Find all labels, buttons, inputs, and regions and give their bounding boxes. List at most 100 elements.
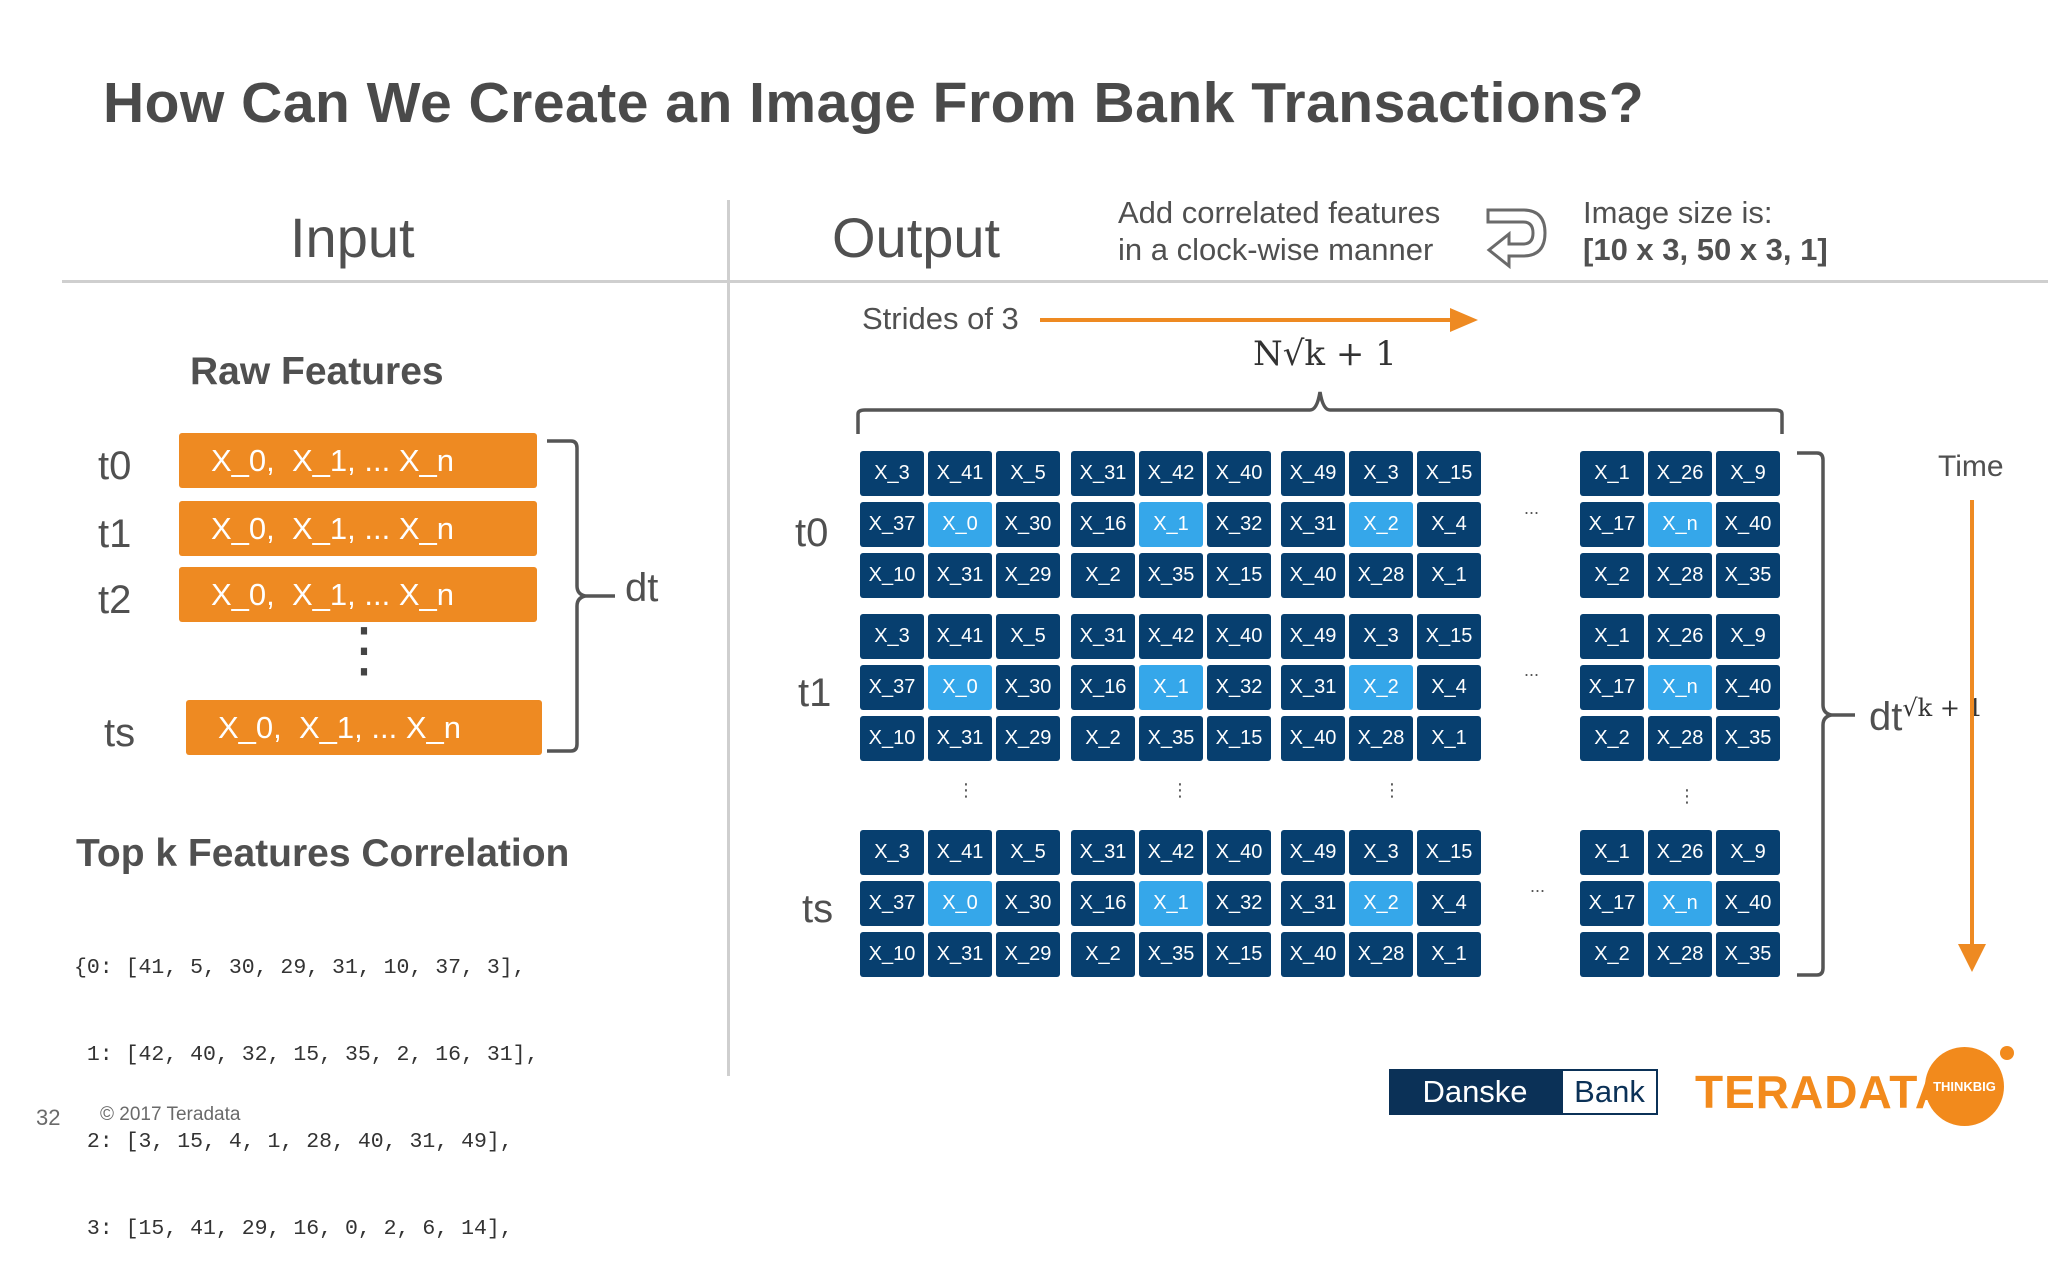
feature-cell: X_31 bbox=[1071, 451, 1135, 496]
feature-cell: X_15 bbox=[1207, 553, 1271, 598]
raw-feature-bar: X_0, X_1, ... X_n bbox=[179, 567, 537, 622]
feature-cell: X_28 bbox=[1349, 553, 1413, 598]
feature-cell: X_15 bbox=[1417, 830, 1481, 875]
output-row-label: ts bbox=[802, 887, 834, 931]
feature-cell: X_41 bbox=[928, 614, 992, 659]
feature-cell: X_31 bbox=[928, 716, 992, 761]
feature-cell: X_31 bbox=[1281, 881, 1345, 926]
feature-cell: X_3 bbox=[1349, 451, 1413, 496]
correlation-line: 2: [3, 15, 4, 1, 28, 40, 31, 49], bbox=[74, 1130, 513, 1154]
feature-cell: X_4 bbox=[1417, 881, 1481, 926]
feature-cell: X_n bbox=[1648, 502, 1712, 547]
feature-cell: X_31 bbox=[1281, 665, 1345, 710]
feature-cell: X_35 bbox=[1139, 553, 1203, 598]
feature-cell: X_41 bbox=[928, 451, 992, 496]
feature-cell: X_2 bbox=[1349, 502, 1413, 547]
feature-cell: X_30 bbox=[996, 665, 1060, 710]
feature-cell: X_5 bbox=[996, 830, 1060, 875]
feature-cell: X_32 bbox=[1207, 502, 1271, 547]
feature-cell: X_28 bbox=[1648, 716, 1712, 761]
feature-cell: X_37 bbox=[860, 502, 924, 547]
thinkbig-logo-dot bbox=[2000, 1046, 2014, 1060]
vertical-ellipsis: ⋮ bbox=[1171, 780, 1189, 800]
feature-cell: X_42 bbox=[1139, 830, 1203, 875]
feature-cell: X_5 bbox=[996, 451, 1060, 496]
feature-cell: X_28 bbox=[1648, 553, 1712, 598]
feature-cell: X_31 bbox=[928, 553, 992, 598]
image-size-label: Image size is: bbox=[1583, 195, 1773, 230]
dt-sqrt-expression: dt√k + 1 bbox=[1869, 694, 1983, 740]
clockwise-note: Add correlated features in a clock-wise … bbox=[1118, 194, 1440, 268]
feature-cell: X_10 bbox=[860, 553, 924, 598]
feature-cell: X_17 bbox=[1580, 502, 1644, 547]
horizontal-ellipsis: ... bbox=[1524, 498, 1540, 518]
correlation-line: 3: [15, 41, 29, 16, 0, 2, 6, 14], bbox=[74, 1217, 513, 1241]
feature-cell: X_3 bbox=[1349, 830, 1413, 875]
top-brace bbox=[856, 391, 1784, 434]
input-row-label: ts bbox=[104, 711, 136, 755]
feature-cell: X_26 bbox=[1648, 830, 1712, 875]
danske-bank-logo: Danske Bank bbox=[1389, 1069, 1658, 1115]
feature-cell: X_n bbox=[1648, 665, 1712, 710]
danske-logo-part1: Danske bbox=[1389, 1069, 1561, 1115]
correlation-heading: Top k Features Correlation bbox=[76, 832, 570, 875]
horizontal-ellipsis: ... bbox=[1524, 660, 1540, 680]
feature-cell: X_35 bbox=[1139, 716, 1203, 761]
feature-cell: X_32 bbox=[1207, 881, 1271, 926]
feature-cell: X_32 bbox=[1207, 665, 1271, 710]
feature-cell: X_4 bbox=[1417, 665, 1481, 710]
feature-cell: X_15 bbox=[1417, 614, 1481, 659]
feature-cell: X_9 bbox=[1716, 451, 1780, 496]
vertical-ellipsis: ⋮ bbox=[957, 780, 975, 800]
feature-cell: X_41 bbox=[928, 830, 992, 875]
input-brace bbox=[547, 439, 615, 753]
feature-cell: X_29 bbox=[996, 932, 1060, 977]
feature-cell: X_17 bbox=[1580, 665, 1644, 710]
feature-cell: X_37 bbox=[860, 881, 924, 926]
feature-cell: X_16 bbox=[1071, 881, 1135, 926]
feature-cell: X_1 bbox=[1580, 830, 1644, 875]
input-row-label: t2 bbox=[98, 578, 132, 622]
vertical-ellipsis: ⋮ bbox=[1678, 786, 1696, 806]
raw-feature-bar: X_0, X_1, ... X_n bbox=[179, 433, 537, 488]
input-row-label: t1 bbox=[98, 512, 132, 556]
feature-cell: X_49 bbox=[1281, 614, 1345, 659]
output-brace bbox=[1797, 451, 1855, 977]
correlation-list: {0: [41, 5, 30, 29, 31, 10, 37, 3], 1: [… bbox=[74, 896, 538, 1273]
vertical-ellipsis: ⋮ bbox=[1383, 780, 1401, 800]
feature-cell: X_28 bbox=[1648, 932, 1712, 977]
correlation-line: 1: [42, 40, 32, 15, 35, 2, 16, 31], bbox=[74, 1043, 539, 1067]
feature-cell: X_0 bbox=[928, 881, 992, 926]
feature-cell: X_16 bbox=[1071, 665, 1135, 710]
output-row-label: t0 bbox=[795, 511, 829, 555]
feature-cell: X_29 bbox=[996, 716, 1060, 761]
dt-label: dt bbox=[625, 566, 659, 610]
feature-cell: X_40 bbox=[1281, 553, 1345, 598]
feature-cell: X_2 bbox=[1349, 665, 1413, 710]
raw-features-heading: Raw Features bbox=[190, 350, 444, 393]
image-size-value: [10 x 3, 50 x 3, 1] bbox=[1583, 232, 1828, 267]
feature-cell: X_29 bbox=[996, 553, 1060, 598]
feature-cell: X_2 bbox=[1349, 881, 1413, 926]
image-size-note: Image size is: [10 x 3, 50 x 3, 1] bbox=[1583, 194, 1828, 268]
feature-cell: X_1 bbox=[1139, 665, 1203, 710]
feature-cell: X_26 bbox=[1648, 614, 1712, 659]
feature-cell: X_40 bbox=[1207, 614, 1271, 659]
feature-cell: X_1 bbox=[1417, 932, 1481, 977]
feature-cell: X_1 bbox=[1417, 553, 1481, 598]
raw-feature-bar: X_0, X_1, ... X_n bbox=[186, 700, 542, 755]
feature-cell: X_3 bbox=[860, 451, 924, 496]
feature-cell: X_40 bbox=[1716, 665, 1780, 710]
feature-cell: X_3 bbox=[860, 830, 924, 875]
feature-cell: X_1 bbox=[1580, 451, 1644, 496]
feature-cell: X_1 bbox=[1417, 716, 1481, 761]
feature-cell: X_2 bbox=[1071, 716, 1135, 761]
feature-cell: X_17 bbox=[1580, 881, 1644, 926]
time-label: Time bbox=[1938, 450, 2004, 483]
feature-cell: X_9 bbox=[1716, 830, 1780, 875]
feature-cell: X_31 bbox=[1281, 502, 1345, 547]
clockwise-note-line2: in a clock-wise manner bbox=[1118, 232, 1434, 267]
page-number: 32 bbox=[36, 1105, 61, 1130]
vertical-divider bbox=[727, 200, 730, 1076]
feature-cell: X_35 bbox=[1139, 932, 1203, 977]
